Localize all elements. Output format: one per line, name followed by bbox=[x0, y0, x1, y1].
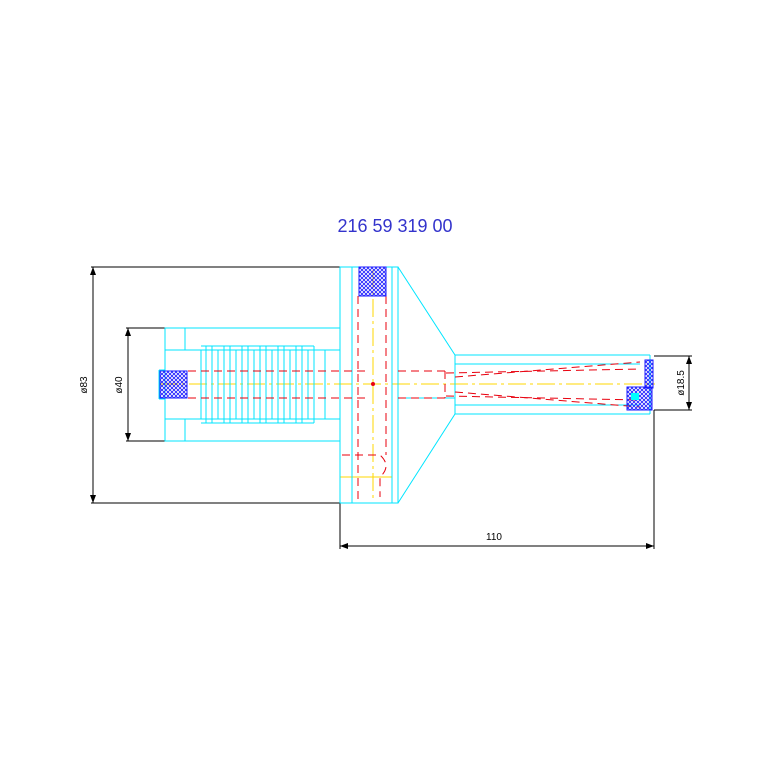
center-lines bbox=[160, 270, 655, 500]
dim-body-diameter: ø40 bbox=[114, 376, 125, 394]
dim-tip-diameter: ø18.5 bbox=[676, 370, 687, 396]
dim-overall-diameter: ø83 bbox=[79, 376, 90, 394]
section-hatches bbox=[159, 266, 654, 411]
tip-marker bbox=[631, 393, 639, 400]
center-mark bbox=[371, 382, 375, 386]
dimension-arrows bbox=[90, 267, 692, 549]
dim-length: 110 bbox=[486, 532, 502, 543]
dimension-lines bbox=[91, 266, 692, 549]
hatch-left-insert bbox=[159, 370, 188, 399]
hatch-tip bbox=[626, 386, 653, 411]
part-outline bbox=[158, 266, 651, 504]
hatch-flange-top bbox=[358, 266, 387, 297]
hatch-tip-small bbox=[644, 359, 654, 389]
hidden-lines bbox=[188, 296, 641, 500]
thread-ribs bbox=[200, 345, 315, 424]
part-number-title: 216 59 319 00 bbox=[337, 216, 453, 236]
